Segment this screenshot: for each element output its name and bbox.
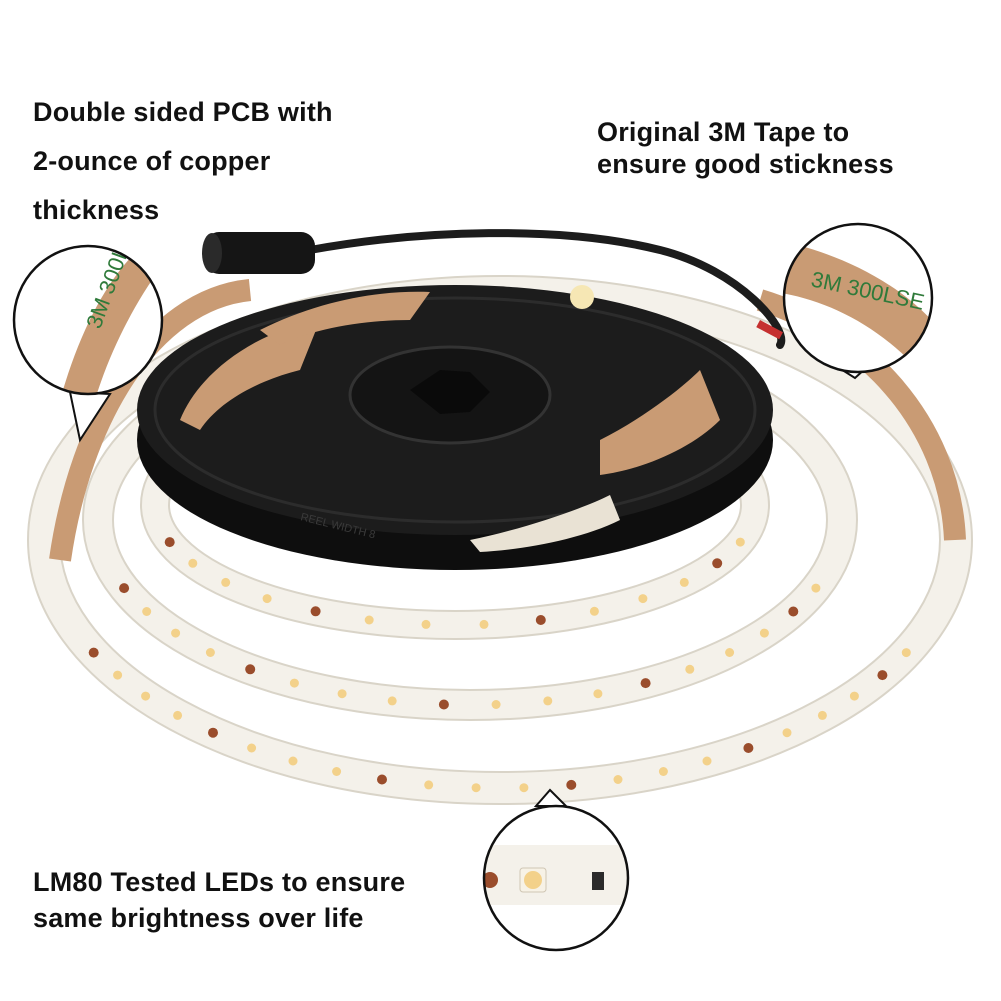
reel: REEL WIDTH 8 bbox=[137, 285, 773, 570]
led-chip bbox=[421, 619, 431, 629]
copper-pad bbox=[535, 615, 546, 625]
pcb-zoom-circle bbox=[12, 244, 164, 396]
led-chip bbox=[289, 678, 299, 688]
led-chip bbox=[337, 689, 347, 699]
led-chip bbox=[364, 615, 374, 625]
led-chip bbox=[171, 628, 181, 638]
tape-zoom-callout: 3M 300LSE bbox=[782, 222, 934, 380]
copper-pad bbox=[377, 774, 387, 785]
copper-pad bbox=[119, 583, 130, 594]
led-chip bbox=[471, 783, 481, 793]
reel-window-left bbox=[180, 320, 320, 430]
led-chip bbox=[589, 606, 599, 616]
pcb-callout-line-3: thickness bbox=[33, 195, 160, 225]
reel-window-top bbox=[260, 291, 430, 345]
led-zoom-callout bbox=[482, 788, 630, 952]
led-chip bbox=[593, 689, 603, 699]
copper-pad bbox=[245, 664, 256, 675]
led-chip bbox=[817, 710, 827, 720]
reel-hub-cross bbox=[410, 370, 490, 414]
zoomed-led-chip bbox=[524, 871, 542, 889]
copper-pad bbox=[566, 779, 577, 790]
led-chip bbox=[679, 577, 689, 587]
copper-pad bbox=[438, 699, 449, 710]
strip-components bbox=[88, 537, 911, 793]
copper-pad bbox=[743, 743, 754, 753]
led-chip bbox=[702, 756, 712, 766]
led-chip bbox=[811, 583, 821, 593]
led-chip bbox=[613, 775, 623, 784]
led-chip bbox=[491, 700, 501, 709]
power-cable bbox=[202, 229, 786, 349]
led-chip bbox=[262, 594, 272, 604]
led-chip bbox=[332, 767, 342, 776]
led-chip bbox=[782, 728, 792, 738]
led-chip bbox=[479, 619, 489, 629]
copper-pad bbox=[310, 606, 321, 617]
copper-pad bbox=[712, 558, 723, 569]
led-callout-line-2: same brightness over life bbox=[33, 903, 364, 933]
led-chip bbox=[141, 691, 151, 701]
led-chip bbox=[543, 696, 553, 706]
reel-window-bottom bbox=[470, 495, 620, 552]
dc-connector bbox=[205, 232, 315, 274]
copper-pad bbox=[208, 727, 218, 738]
led-chip bbox=[849, 691, 859, 701]
pcb-zoom-callout: 3M 300LSE bbox=[12, 244, 164, 443]
led-chip bbox=[221, 577, 231, 587]
pcb-callout-line-2: 2-ounce of copper bbox=[33, 146, 271, 176]
copper-pad bbox=[640, 678, 651, 689]
tape-callout-text: Original 3M Tape to ensure good sticknes… bbox=[597, 116, 894, 180]
reel-sticker bbox=[570, 285, 594, 309]
led-chip bbox=[288, 756, 298, 766]
led-chip bbox=[173, 710, 183, 720]
pcb-callout-text: Double sided PCB with 2-ounce of copper … bbox=[33, 88, 333, 235]
pcb-callout-line-1: Double sided PCB with bbox=[33, 97, 333, 127]
led-chip bbox=[759, 628, 769, 638]
copper-pad bbox=[88, 647, 99, 658]
led-callout-text: LM80 Tested LEDs to ensure same brightne… bbox=[33, 864, 405, 936]
led-chip bbox=[205, 648, 215, 657]
led-chip bbox=[387, 696, 397, 706]
led-chip bbox=[638, 594, 648, 604]
led-chip bbox=[142, 607, 152, 616]
led-chip bbox=[113, 670, 123, 680]
tape-callout-line-2: ensure good stickness bbox=[597, 149, 894, 179]
copper-pad bbox=[877, 670, 888, 681]
led-chip bbox=[519, 783, 529, 793]
tape-callout-line-1: Original 3M Tape to bbox=[597, 117, 850, 147]
led-chip bbox=[188, 558, 198, 568]
led-chip bbox=[901, 648, 911, 658]
led-chip bbox=[658, 767, 668, 776]
led-zoom-circle bbox=[482, 804, 630, 952]
led-callout-line-1: LM80 Tested LEDs to ensure bbox=[33, 867, 406, 897]
led-chip bbox=[735, 537, 745, 547]
copper-pad bbox=[164, 537, 175, 548]
tape-zoom-circle bbox=[782, 222, 934, 374]
led-chip bbox=[424, 780, 434, 790]
led-chip bbox=[247, 743, 257, 753]
copper-pad bbox=[788, 606, 799, 617]
reel-window-right bbox=[600, 370, 720, 475]
led-chip bbox=[685, 664, 695, 674]
led-chip bbox=[725, 648, 735, 657]
